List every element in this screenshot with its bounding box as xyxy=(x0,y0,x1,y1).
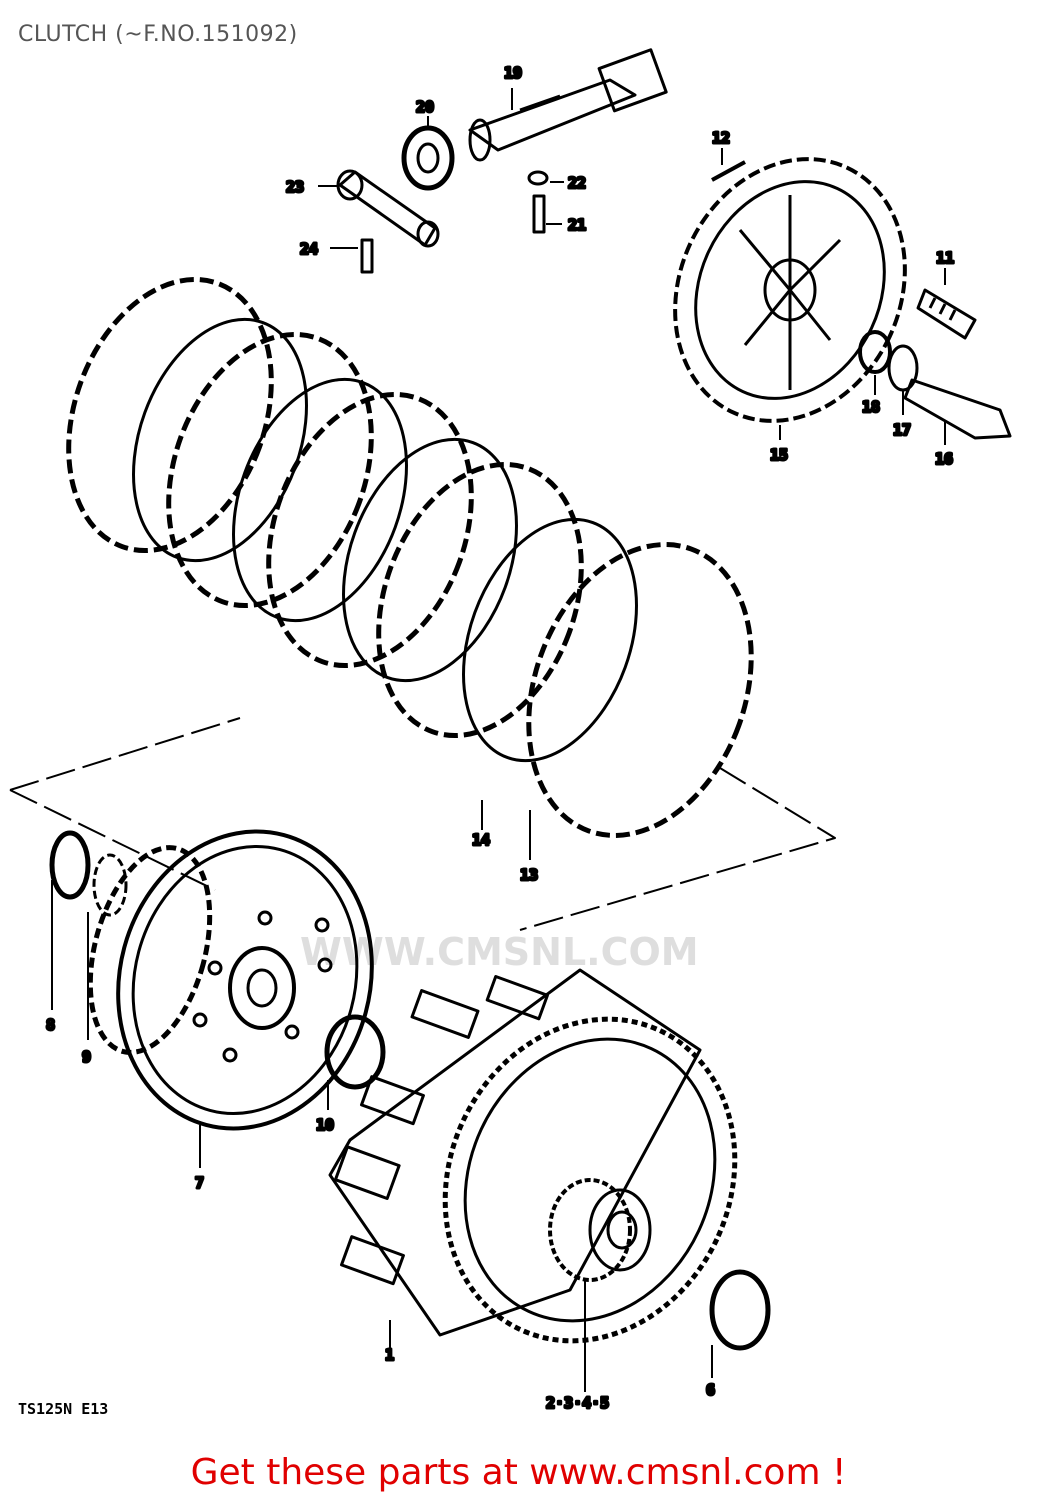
callout-8: 8 xyxy=(46,1016,55,1034)
part-8-nut[interactable] xyxy=(49,830,91,900)
callout-18: 18 xyxy=(862,398,880,416)
part-14-driven-plate[interactable] xyxy=(102,295,338,585)
part-1-clutch-housing[interactable] xyxy=(328,968,787,1389)
part-23-release-arm[interactable] xyxy=(336,169,440,248)
page-title: CLUTCH (~F.NO.151092) xyxy=(18,22,298,47)
callout-16: 16 xyxy=(935,450,953,468)
callout-15: 15 xyxy=(770,446,788,464)
part-13-drive-plate[interactable] xyxy=(343,436,617,764)
model-code: TS125N E13 xyxy=(18,1400,109,1418)
part-6-thrust-washer[interactable] xyxy=(709,1269,771,1351)
parts-link-banner[interactable]: Get these parts at www.cmsnl.com ! xyxy=(190,1452,847,1493)
part-18-washer[interactable] xyxy=(858,330,892,374)
callout-1: 1 xyxy=(385,1346,394,1364)
callout-10: 10 xyxy=(316,1116,334,1134)
part-7-sleeve-hub[interactable] xyxy=(70,803,405,1157)
clutch-plate-stack xyxy=(33,251,790,867)
part-12-pin[interactable] xyxy=(711,160,746,182)
leader-lines xyxy=(51,88,946,1392)
callout-13: 13 xyxy=(520,866,538,884)
part-19-release-shaft[interactable] xyxy=(468,48,668,162)
part-13-drive-plate[interactable] xyxy=(490,513,790,867)
part-11-spring[interactable] xyxy=(916,288,977,340)
callout-24: 24 xyxy=(300,240,318,258)
callout-6: 6 xyxy=(706,1381,715,1399)
part-10-thrust-washer[interactable] xyxy=(324,1014,386,1090)
part-9-washer[interactable] xyxy=(92,853,128,917)
part-15-pressure-plate[interactable] xyxy=(633,121,946,459)
part-13-drive-plate[interactable] xyxy=(133,306,407,634)
callout-9: 9 xyxy=(82,1048,91,1066)
part-2345-gear-set[interactable] xyxy=(548,1178,652,1282)
part-14-driven-plate[interactable] xyxy=(312,415,548,705)
part-14-driven-plate[interactable] xyxy=(432,495,668,785)
callout-11: 11 xyxy=(936,249,954,267)
part-13-drive-plate[interactable] xyxy=(233,366,507,694)
callout-17: 17 xyxy=(893,421,911,439)
callout-21: 21 xyxy=(568,216,586,234)
callout-14: 14 xyxy=(472,831,490,849)
part-14-driven-plate[interactable] xyxy=(202,355,438,645)
part-22-washer[interactable] xyxy=(527,170,549,186)
callout-22: 22 xyxy=(568,174,586,192)
watermark: WWW.CMSNL.COM xyxy=(300,930,699,974)
part-24-bolt[interactable] xyxy=(360,238,374,274)
part-13-drive-plate[interactable] xyxy=(33,251,307,579)
callout-19: 19 xyxy=(504,64,522,82)
part-17-bearing[interactable] xyxy=(887,344,919,392)
callout-7: 7 xyxy=(195,1174,204,1192)
assembly-guide-lines xyxy=(9,717,836,931)
callout-2345: 2·3·4·5 xyxy=(546,1394,609,1412)
part-21-screw[interactable] xyxy=(532,194,546,234)
callout-12: 12 xyxy=(712,129,730,147)
part-20-oil-seal[interactable] xyxy=(401,125,455,191)
callout-23: 23 xyxy=(286,178,304,196)
callout-20: 20 xyxy=(416,98,434,116)
part-16-push-piece[interactable] xyxy=(903,378,1012,440)
